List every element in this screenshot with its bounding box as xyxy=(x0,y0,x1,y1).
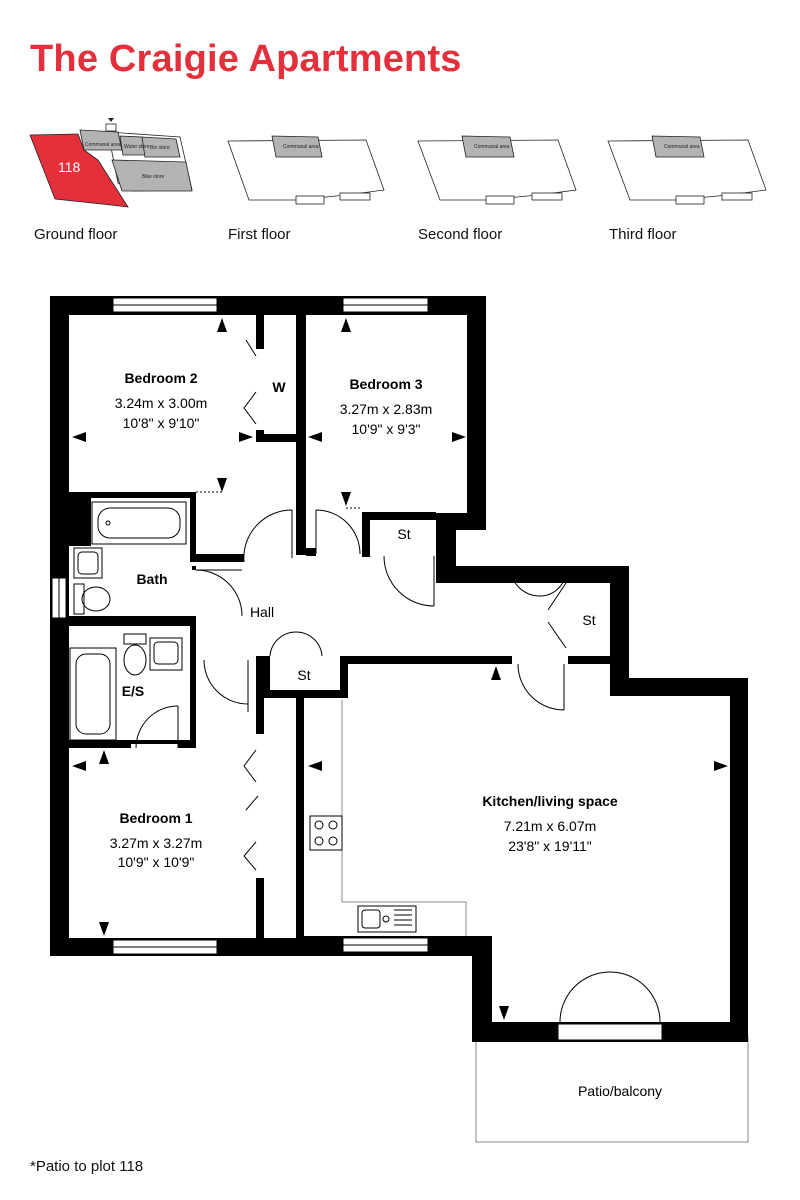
internal-walls xyxy=(69,315,610,938)
hall-label: Hall xyxy=(250,604,274,620)
key-first-communal: Communal area xyxy=(283,144,319,150)
bath-sink xyxy=(73,547,103,579)
bedroom2-metric: 3.24m x 3.00m xyxy=(115,395,208,411)
key-second-communal: Communal area xyxy=(474,144,510,150)
kitchen-imperial: 23'8" x 19'11" xyxy=(508,838,592,854)
ensuite-bath xyxy=(69,647,117,741)
floor-label-second[interactable]: Second floor xyxy=(418,226,503,243)
kitchen-worktop xyxy=(341,700,467,936)
wardrobe-label: W xyxy=(272,379,286,395)
bedroom1-name: Bedroom 1 xyxy=(119,810,192,826)
bedroom3-imperial: 10'9" x 9'3" xyxy=(352,421,421,437)
dimension-leaders xyxy=(196,491,362,509)
bedroom1-metric: 3.27m x 3.27m xyxy=(110,835,203,851)
key-plot-number: 118 xyxy=(58,159,81,175)
ensuite-toilet xyxy=(123,633,147,645)
bath-toilet xyxy=(73,583,85,615)
key-third-communal: Communal area xyxy=(664,144,700,150)
key-plan-first[interactable] xyxy=(227,135,385,205)
hob xyxy=(309,815,343,851)
key-plan-third[interactable] xyxy=(607,135,767,205)
windows xyxy=(51,297,663,1041)
key-plan-ground[interactable] xyxy=(29,118,193,208)
store-label-1: St xyxy=(397,526,410,542)
key-plan-second[interactable] xyxy=(417,135,577,205)
kitchen-metric: 7.21m x 6.07m xyxy=(504,818,597,834)
floor-label-first[interactable]: First floor xyxy=(228,226,291,243)
patio-label: Patio/balcony xyxy=(578,1083,662,1099)
key-communal-label: Communal area xyxy=(85,142,121,148)
key-bike-label: Bike store xyxy=(142,174,164,180)
page-title: The Craigie Apartments xyxy=(30,38,462,80)
kitchen-sink xyxy=(357,905,417,933)
store-label-3: St xyxy=(297,667,310,683)
footnote: *Patio to plot 118 xyxy=(30,1158,144,1175)
bedroom2-imperial: 10'8" x 9'10" xyxy=(123,415,200,431)
store-label-2: St xyxy=(582,612,595,628)
key-water-label: Water store xyxy=(124,144,150,150)
bath-label: Bath xyxy=(136,571,167,587)
ensuite-label: E/S xyxy=(122,683,145,699)
doors xyxy=(135,339,661,1023)
dimension-arrows xyxy=(72,318,728,1020)
bedroom1-imperial: 10'9" x 10'9" xyxy=(118,854,195,870)
floor-label-third[interactable]: Third floor xyxy=(609,226,677,243)
bedroom3-metric: 3.27m x 2.83m xyxy=(340,401,433,417)
ensuite-sink xyxy=(149,637,183,671)
key-plans: 118 Communal area Water store Bin store … xyxy=(29,118,767,208)
kitchen-name: Kitchen/living space xyxy=(482,793,618,809)
bedroom2-name: Bedroom 2 xyxy=(124,370,197,386)
bath-tub xyxy=(91,501,187,545)
key-bin-label: Bin store xyxy=(150,145,170,151)
fixtures xyxy=(69,501,417,933)
floor-label-ground[interactable]: Ground floor xyxy=(34,226,118,243)
bedroom3-name: Bedroom 3 xyxy=(349,376,422,392)
